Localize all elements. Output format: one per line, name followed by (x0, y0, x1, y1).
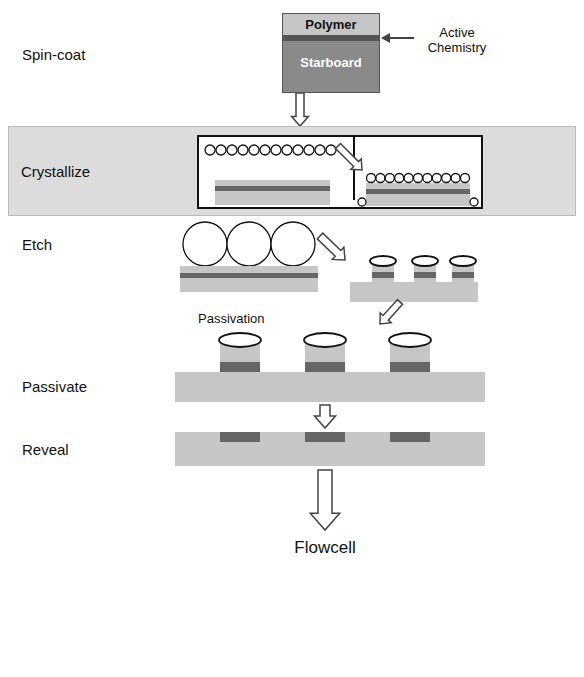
process-arrow (315, 405, 336, 428)
active-layer (372, 272, 394, 278)
step-label: Passivate (22, 378, 87, 395)
bead (271, 222, 315, 266)
active-layer (215, 186, 330, 191)
particle-cap (304, 333, 346, 347)
active-layer (452, 272, 474, 278)
layer-label: Starboard (283, 41, 379, 92)
particle (461, 174, 470, 183)
note-label: Passivation (198, 312, 264, 327)
particle (260, 145, 270, 155)
substrate (366, 183, 470, 206)
particle (282, 145, 292, 155)
step-label: Spin-coat (22, 46, 85, 63)
particle (249, 145, 259, 155)
particle-cap (370, 256, 396, 266)
leader-head (381, 33, 390, 43)
particle (414, 174, 423, 183)
bead (227, 222, 271, 266)
process-band: Crystallize (8, 126, 576, 216)
step-label: Etch (22, 236, 52, 253)
particle (432, 174, 441, 183)
substrate-stack: PolymerStarboard (282, 13, 380, 93)
substrate (215, 180, 330, 205)
particle (385, 174, 394, 183)
particle (293, 145, 303, 155)
process-arrow (317, 233, 345, 260)
particle (216, 145, 226, 155)
particle (238, 145, 248, 155)
process-band (8, 126, 576, 216)
particle (376, 174, 385, 183)
callout-label: Active Chemistry (420, 26, 494, 56)
process-arrow (380, 300, 403, 324)
output-label: Flowcell (275, 538, 375, 558)
particle (367, 174, 376, 183)
active-layer (220, 362, 260, 372)
particle (451, 174, 460, 183)
particle-cap (389, 333, 431, 347)
active-layer (366, 189, 470, 194)
particle (304, 145, 314, 155)
substrate (175, 372, 485, 402)
particle (442, 174, 451, 183)
active-layer (305, 362, 345, 372)
particle (227, 145, 237, 155)
particle (395, 174, 404, 183)
active-site (390, 432, 430, 442)
particle (470, 198, 478, 206)
active-site (220, 432, 260, 442)
process-arrow (336, 144, 362, 170)
substrate (175, 432, 485, 466)
step-label: Reveal (22, 441, 69, 458)
particle (315, 145, 325, 155)
substrate (350, 282, 478, 302)
particle-cap (450, 256, 476, 266)
bead (183, 222, 227, 266)
particle (326, 145, 336, 155)
particle (423, 174, 432, 183)
particle (358, 198, 366, 206)
particle (205, 145, 215, 155)
process-arrow (292, 93, 309, 126)
particle (404, 174, 413, 183)
active-layer (414, 272, 436, 278)
chamber (198, 136, 482, 208)
particle-cap (412, 256, 438, 266)
layer-label: Polymer (283, 14, 379, 41)
process-arrow (310, 470, 339, 530)
leader-arrow (386, 37, 414, 39)
active-site (305, 432, 345, 442)
substrate (180, 266, 318, 292)
active-layer (390, 362, 430, 372)
particle-cap (219, 333, 261, 347)
active-layer (180, 273, 318, 278)
step-label: Crystallize (9, 163, 90, 180)
particle (271, 145, 281, 155)
